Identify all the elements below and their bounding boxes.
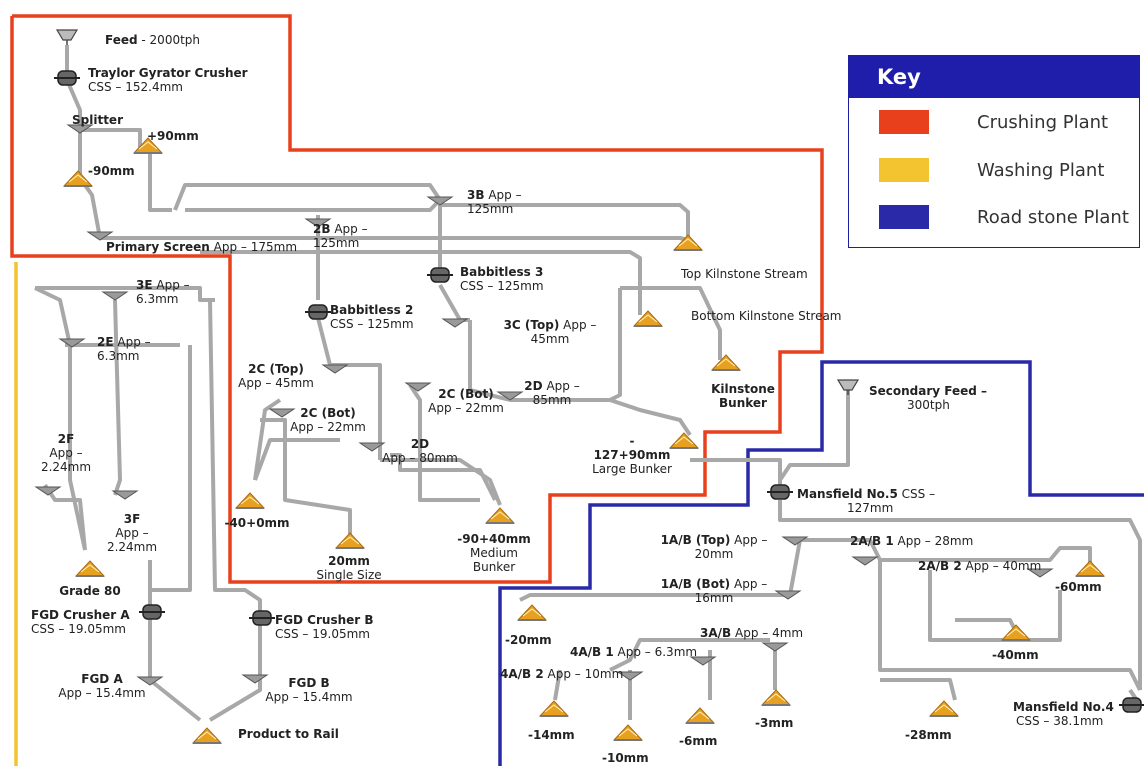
minus40-label: -40mm bbox=[992, 648, 1039, 662]
washing-swatch bbox=[879, 158, 929, 182]
screen-1ab-bot-label: 1A/B (Bot) App –16mm bbox=[660, 577, 768, 605]
screen-2ab1-icon bbox=[852, 556, 878, 566]
key-label-crushing: Crushing Plant bbox=[977, 111, 1109, 133]
roadstone-swatch bbox=[879, 205, 929, 229]
babbitless3-crusher-icon bbox=[426, 267, 454, 283]
screen-2e-label: 2E App –6.3mm bbox=[97, 335, 151, 363]
screen-3b-label: 3B App –125mm bbox=[467, 188, 522, 216]
screen-4ab2-label: 4A/B 2 App – 10mm bbox=[500, 667, 624, 681]
road-stone-plant-boundary bbox=[498, 360, 1144, 766]
minus60-label: -60mm bbox=[1055, 580, 1102, 594]
screen-2c-bot-label: 2C (Bot)App – 22mm bbox=[290, 406, 366, 434]
product-to-rail-label: Product to Rail bbox=[238, 727, 339, 741]
minus40-0-label: -40+0mm bbox=[224, 516, 290, 530]
minus14-label: -14mm bbox=[528, 728, 575, 742]
secondary-feed-hopper-icon bbox=[837, 379, 859, 396]
key-legend: Key Crushing Plant Washing Plant Road st… bbox=[848, 55, 1140, 248]
primary-screen-label: Primary Screen App – 175mm bbox=[106, 240, 298, 254]
screen-2c-top-label: 2C (Top)App – 45mm bbox=[238, 362, 314, 390]
screen-2f-icon bbox=[35, 486, 61, 496]
mansfield5-crusher-icon bbox=[766, 484, 794, 500]
pile-minus3-icon bbox=[761, 689, 791, 706]
minus6-label: -6mm bbox=[679, 734, 718, 748]
screen-fgd-b-icon bbox=[242, 674, 268, 684]
pile-large-bunker-icon bbox=[669, 432, 699, 449]
screen-4ab1-label: 4A/B 1 App – 6.3mm bbox=[570, 645, 698, 659]
minus28-label: -28mm bbox=[905, 728, 952, 742]
pile-minus14-icon bbox=[539, 700, 569, 717]
pile-minus6-icon bbox=[685, 707, 715, 724]
secondary-feed-label: Secondary Feed –300tph bbox=[869, 384, 988, 412]
minus20-label: -20mm bbox=[505, 633, 552, 647]
gyrator-crusher-icon bbox=[53, 70, 81, 86]
splitter-label: Splitter bbox=[72, 113, 123, 127]
minus90-label: -90mm bbox=[88, 164, 135, 178]
pile-minus40-0-icon bbox=[235, 492, 265, 509]
mansfield4-crusher-icon bbox=[1118, 697, 1144, 713]
pile-minus20-icon bbox=[517, 604, 547, 621]
pile-minus10-icon bbox=[613, 724, 643, 741]
key-row-roadstone: Road stone Plant bbox=[879, 204, 1129, 230]
bottom-kilnstone-label: Bottom Kilnstone Stream bbox=[691, 309, 842, 323]
minus10-label: -10mm bbox=[602, 751, 649, 765]
pile-medium-bunker-icon bbox=[485, 507, 515, 524]
key-label-washing: Washing Plant bbox=[977, 159, 1105, 181]
screen-2b-label: 2B App –125mm bbox=[313, 222, 368, 250]
fgd-crusher-a-icon bbox=[138, 604, 166, 620]
crushing-plant-boundary bbox=[10, 14, 824, 584]
key-title: Key bbox=[849, 56, 1139, 98]
screen-3c-icon bbox=[442, 318, 468, 328]
top-kilnstone-label: Top Kilnstone Stream bbox=[681, 267, 808, 281]
babbitless2-crusher-icon bbox=[304, 304, 332, 320]
screen-2ab1-label: 2A/B 1 App – 28mm bbox=[850, 534, 974, 548]
pile-single-size-icon bbox=[335, 532, 365, 549]
feed-hopper-icon bbox=[56, 29, 78, 46]
key-row-washing: Washing Plant bbox=[879, 157, 1104, 183]
mansfield5-label: Mansfield No.5 CSS –127mm bbox=[797, 487, 936, 515]
screen-2ab2-label: 2A/B 2 App – 40mm bbox=[918, 559, 1042, 573]
crushing-swatch bbox=[879, 110, 929, 134]
screen-1ab-top-label: 1A/B (Top) App –20mm bbox=[660, 533, 768, 561]
pile-minus60-icon bbox=[1075, 560, 1105, 577]
pile-product-to-rail-icon bbox=[192, 727, 222, 744]
plus90-label: +90mm bbox=[147, 129, 199, 143]
fgd-crusher-b-icon bbox=[248, 610, 276, 626]
pile-minus28-icon bbox=[929, 700, 959, 717]
screen-2c-top-icon bbox=[322, 364, 348, 374]
screen-2c-bot2-label: 2C (Bot)App – 22mm bbox=[428, 387, 504, 415]
key-label-roadstone: Road stone Plant bbox=[977, 206, 1129, 228]
screen-3c-label: 3C (Top) App –45mm bbox=[503, 318, 597, 346]
feed-label: Feed - 2000tph bbox=[105, 33, 201, 47]
screen-3ab-icon bbox=[762, 642, 788, 652]
screen-3e-label: 3E App –6.3mm bbox=[136, 278, 190, 306]
minus3-label: -3mm bbox=[755, 716, 794, 730]
screen-2d-mid-label: 2D App –85mm bbox=[524, 379, 580, 407]
screen-3e-icon bbox=[102, 291, 128, 301]
pile-minus40-icon bbox=[1001, 624, 1031, 641]
conveyor-network bbox=[34, 45, 1142, 722]
grade80-label: Grade 80 bbox=[59, 584, 121, 598]
pile-grade80-icon bbox=[75, 560, 105, 577]
screen-3ab-label: 3A/B App – 4mm bbox=[700, 626, 804, 640]
pile-kilnstone-bunker-icon bbox=[711, 354, 741, 371]
key-row-crushing: Crushing Plant bbox=[879, 109, 1108, 135]
